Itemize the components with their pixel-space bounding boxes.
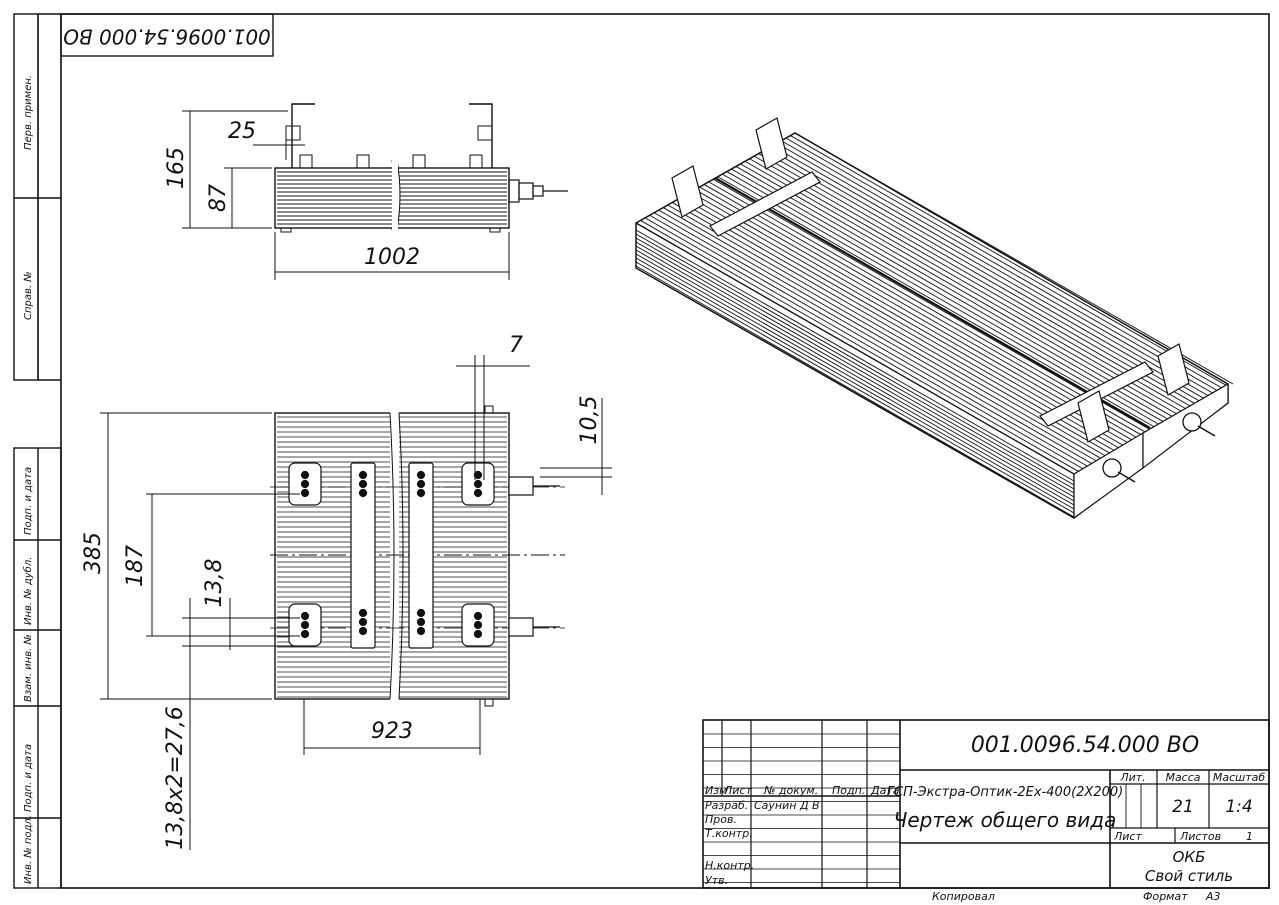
tb-hdr-date: Дата bbox=[870, 784, 900, 797]
tb-role-tcontr: Т.контр. bbox=[705, 827, 753, 840]
dim-385: 385 bbox=[81, 532, 106, 574]
dim-187: 187 bbox=[123, 545, 148, 587]
dim-165: 165 bbox=[164, 147, 189, 189]
code-box bbox=[60, 13, 274, 57]
code-rotated: 001.0096.54.000 ВО bbox=[63, 25, 271, 49]
side-label-inv-dubl: Инв. № дубл. bbox=[22, 557, 34, 625]
title-block bbox=[702, 719, 1270, 889]
tb-mass-value: 21 bbox=[1172, 797, 1194, 817]
dim-7: 7 bbox=[509, 333, 523, 358]
dim-13-8: 13,8 bbox=[202, 559, 227, 608]
side-column bbox=[13, 13, 62, 889]
tb-hdr-izm: Изм bbox=[705, 784, 727, 797]
tb-copied: Копировал bbox=[932, 890, 995, 903]
dim-25: 25 bbox=[228, 119, 256, 144]
tb-role-check: Пров. bbox=[705, 813, 737, 826]
tb-sheets-value: 1 bbox=[1246, 830, 1253, 843]
side-label-sprav: Справ. № bbox=[23, 271, 34, 320]
tb-role-ncontr: Н.контр. bbox=[705, 859, 754, 872]
side-label-vzam: Взам. инв. № bbox=[23, 634, 34, 702]
tb-company-2: Свой стиль bbox=[1145, 867, 1233, 885]
dim-87: 87 bbox=[206, 184, 231, 212]
tb-lit-label: Лит. bbox=[1119, 771, 1145, 784]
side-view bbox=[274, 103, 568, 233]
side-label-perv: Перв. примен. bbox=[23, 75, 34, 150]
dim-13-8x2: 13,8x2=27,6 bbox=[163, 706, 188, 849]
tb-mass-label: Масса bbox=[1165, 771, 1200, 784]
dim-10-5: 10,5 bbox=[577, 396, 602, 445]
tb-sheets-label: Листов bbox=[1179, 830, 1221, 843]
tb-role-approve: Утв. bbox=[705, 874, 728, 887]
side-dimensions bbox=[182, 110, 510, 280]
tb-designation: 001.0096.54.000 ВО bbox=[971, 733, 1199, 758]
tb-format-value: А3 bbox=[1205, 890, 1221, 903]
tb-format-label: Формат bbox=[1143, 890, 1188, 903]
tb-product-name: ГСП-Экстра-Оптик-2Ex-400(2Х200) bbox=[887, 785, 1123, 800]
dim-923: 923 bbox=[371, 719, 413, 744]
tb-hdr-doc: № докум. bbox=[763, 784, 818, 797]
tb-role-dev: Разраб. bbox=[705, 799, 748, 812]
tb-document-name: Чертеж общего вида bbox=[894, 808, 1117, 832]
tb-scale-value: 1:4 bbox=[1225, 797, 1252, 817]
tb-developer: Саунин Д В bbox=[754, 799, 820, 812]
tb-company-1: ОКБ bbox=[1173, 848, 1206, 866]
tb-sheet-label: Лист bbox=[1113, 830, 1142, 843]
tb-hdr-list: Лист bbox=[723, 784, 752, 797]
top-view bbox=[270, 405, 565, 707]
tb-scale-label: Масштаб bbox=[1213, 771, 1265, 784]
side-label-inv-podl: Инв. № подл. bbox=[23, 815, 34, 884]
side-label-podp-2: Подп. и дата bbox=[23, 744, 34, 812]
top-dimensions bbox=[100, 355, 612, 850]
dim-1002: 1002 bbox=[364, 245, 420, 270]
isometric-view bbox=[635, 117, 1234, 520]
side-label-podp-1: Подп. и дата bbox=[23, 467, 34, 535]
tb-hdr-sign: Подп. bbox=[832, 784, 865, 797]
